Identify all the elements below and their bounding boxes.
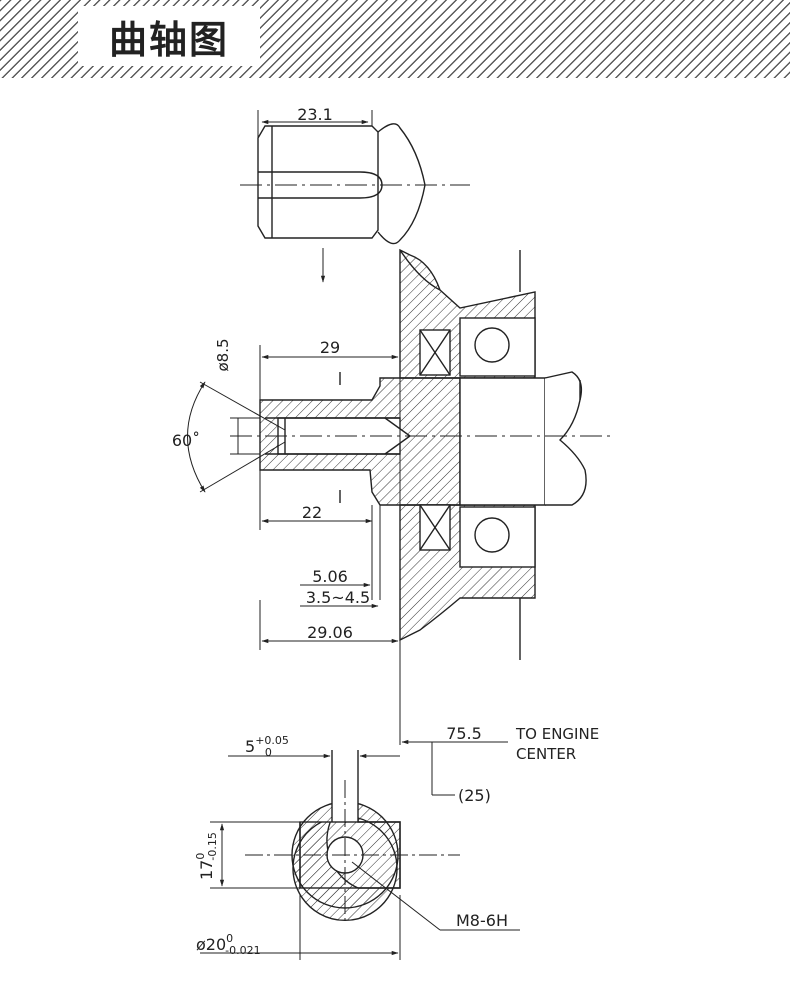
dim-offset-a: 5.06	[312, 567, 348, 586]
to-engine-label: TO ENGINE	[515, 725, 599, 743]
dim-reference: (25)	[458, 786, 491, 805]
dim-angle: 60˚	[172, 431, 200, 450]
dim-flat-width: 170-0.15	[194, 832, 219, 880]
title-banner: 曲轴图	[0, 0, 790, 78]
dim-shaft-overall: 29.06	[307, 623, 353, 642]
dimension-lines	[187, 345, 508, 796]
dim-hole-depth: 22	[302, 503, 322, 522]
main-section-view	[230, 248, 615, 660]
title-box: 曲轴图	[78, 6, 260, 66]
dim-thread-length: 29	[320, 338, 340, 357]
dim-offset-b: 3.5~4.5	[306, 588, 370, 607]
dim-shaft-length: 23.1	[297, 105, 333, 124]
dim-to-center-value: 75.5	[446, 724, 482, 743]
dim-shaft-diameter: ø200-0.021	[196, 932, 261, 957]
page-title: 曲轴图	[108, 17, 229, 62]
top-shaft-view	[240, 110, 470, 283]
dim-thread-diameter: ø8.5	[214, 338, 232, 371]
center-label: CENTER	[516, 745, 576, 763]
thread-spec-label: M8-6H	[456, 911, 508, 930]
cross-section-dimensions	[200, 753, 520, 960]
cross-section-view	[245, 750, 460, 922]
